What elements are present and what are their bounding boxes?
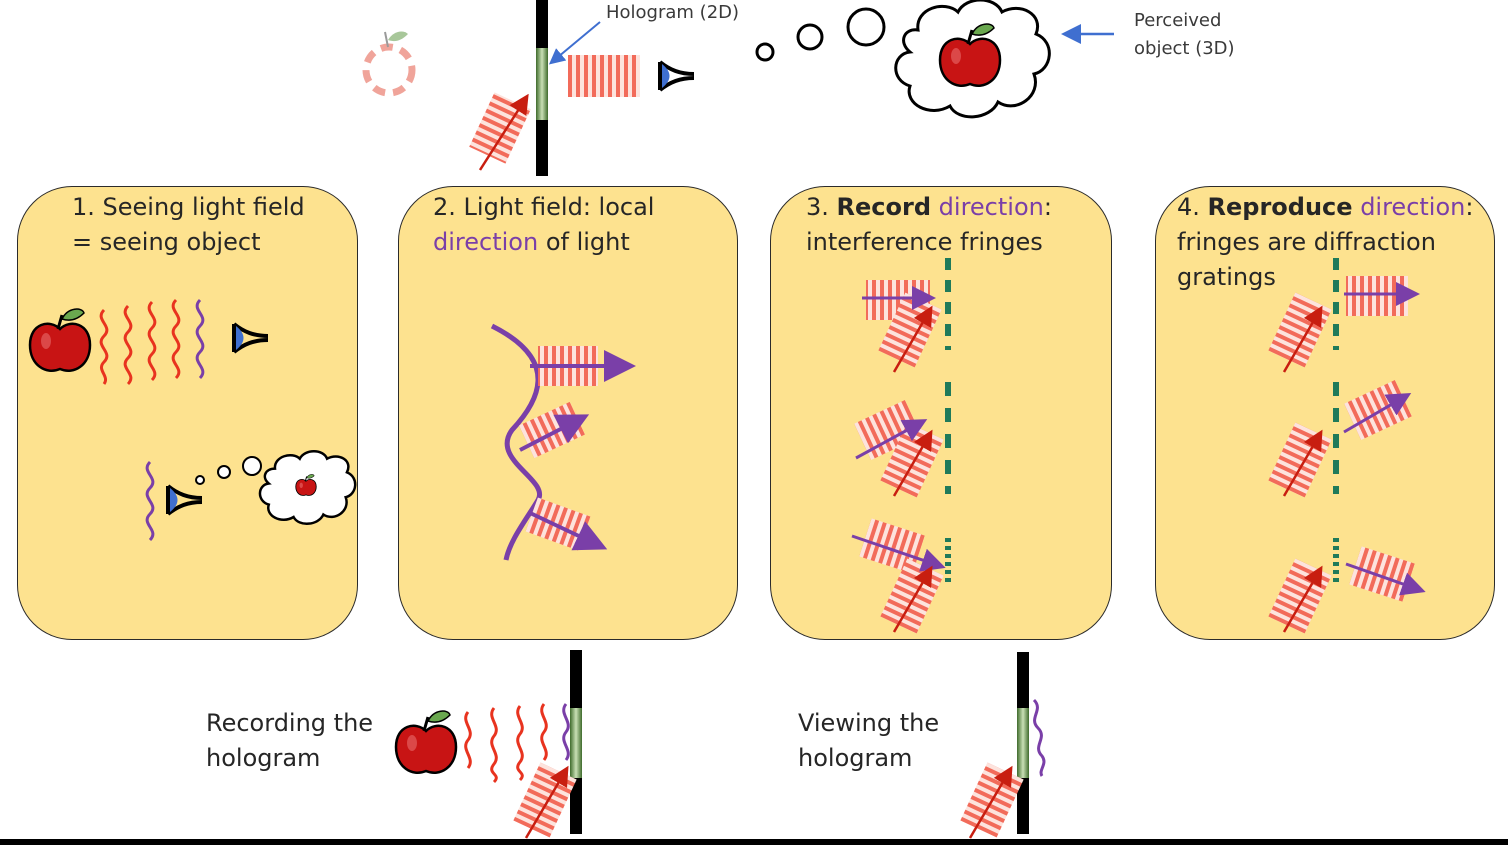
hologram-plate-icon (536, 0, 548, 176)
hologram-plate-icon (570, 778, 582, 834)
apple-icon (28, 307, 92, 373)
thought-cloud-icon (258, 450, 357, 525)
step-verb: Reproduce (1207, 193, 1353, 221)
fringe-pattern-icon (1349, 546, 1415, 602)
thought-cloud-icon (894, 0, 1051, 119)
recording-caption-line1: Recording the (206, 709, 374, 737)
reference-beam-arrow (1282, 305, 1323, 373)
eye-icon (232, 322, 270, 354)
highlight-word: direction (931, 193, 1044, 221)
highlight-word: direction (1352, 193, 1466, 221)
thought-bubble (755, 42, 775, 62)
recording-caption-line2: hologram (206, 744, 321, 772)
fringe-pattern-icon (880, 558, 944, 634)
fringe-pattern-icon (1268, 292, 1332, 368)
panel-1-title-line1: 1. Seeing light field (72, 193, 305, 221)
panel-2-title-rest: of light (538, 228, 630, 256)
fringe-pattern-icon (1268, 558, 1332, 634)
fringe-pattern-icon (568, 55, 640, 97)
object-beam-arrow (851, 534, 946, 572)
curved-wavefront (490, 323, 543, 561)
hologram-plate-icon (570, 650, 582, 708)
panel-4-title-line2: fringes are diffraction (1177, 228, 1436, 256)
diffracted-beam-arrow (1343, 392, 1412, 434)
panel-3-graphics (851, 258, 951, 634)
fringe-pattern-icon (1346, 276, 1408, 316)
colon: : (1043, 193, 1052, 221)
panel-2-title-line2: direction of light (433, 225, 630, 260)
panel-4-graphics (1268, 258, 1426, 634)
hologram-plate-icon (1017, 652, 1029, 708)
ghost-apple-icon (362, 31, 416, 97)
hologram-plate-icon (1017, 778, 1029, 834)
reference-beam-arrow (892, 429, 933, 497)
direction-arrow (519, 414, 590, 452)
panel-2-title-line1: 2. Light field: local (433, 193, 655, 221)
panel-3-title-line2: interference fringes (806, 228, 1043, 256)
reference-beam-arrow (892, 305, 933, 373)
panel-4-title-line3: gratings (1177, 263, 1276, 291)
perceived-label-line2: object (3D) (1134, 38, 1235, 59)
eye-icon (166, 484, 204, 516)
reference-beam-arrow (1282, 429, 1323, 497)
purple-wavefront (145, 460, 155, 542)
thought-bubble (846, 7, 886, 47)
diffracted-beam-arrow (1345, 562, 1426, 596)
incident-beam-arrow (478, 93, 529, 171)
purple-wavefront (562, 703, 570, 761)
panel-4-title-line1: 4. Reproduce direction: (1177, 190, 1473, 225)
viewing-caption-line1: Viewing the (798, 709, 940, 737)
thought-bubble (217, 465, 231, 479)
direction-arrow (527, 510, 608, 551)
purple-wavefront (1032, 698, 1046, 777)
fringe-pattern-icon (1344, 380, 1412, 440)
hologram-plate-icon (570, 708, 582, 778)
hologram-pointer-arrow (548, 21, 601, 65)
panel-4 (1155, 186, 1495, 640)
reference-beam-arrow (524, 765, 569, 839)
viewing-caption-line2: hologram (798, 744, 913, 772)
bottom-border (0, 839, 1508, 845)
reference-beam-arrow (1282, 565, 1323, 633)
bottom-scene (394, 650, 1046, 839)
panel-1 (17, 186, 358, 640)
perceived-label-line1: Perceived (1134, 10, 1222, 31)
hologram-label: Hologram (2D) (606, 2, 740, 23)
thought-bubble (242, 456, 262, 476)
thought-bubble (195, 475, 205, 485)
panel-1-graphics (28, 298, 357, 542)
object-beam-arrow (855, 419, 928, 460)
highlight-word: direction (433, 228, 539, 256)
panel-2-graphics (490, 323, 636, 561)
fringe-pattern-icon (1268, 422, 1332, 498)
colon: : (1465, 193, 1474, 221)
step-number: 4. (1177, 193, 1208, 221)
reference-beam-arrow (892, 565, 933, 633)
panel-1-title-line2: = seeing object (72, 228, 261, 256)
thought-bubble (796, 23, 824, 51)
fringe-pattern-icon (854, 400, 922, 460)
red-wavefronts (99, 298, 181, 386)
top-scene (362, 0, 1114, 176)
red-wavefronts (464, 703, 548, 784)
reference-beam-arrow (968, 765, 1013, 839)
panel-3-title-line1: 3. Record direction: (806, 190, 1052, 225)
step-verb: Record (836, 193, 932, 221)
step-number: 3. (806, 193, 837, 221)
purple-wavefront (195, 298, 205, 380)
hologram-plate-icon (1017, 708, 1029, 778)
